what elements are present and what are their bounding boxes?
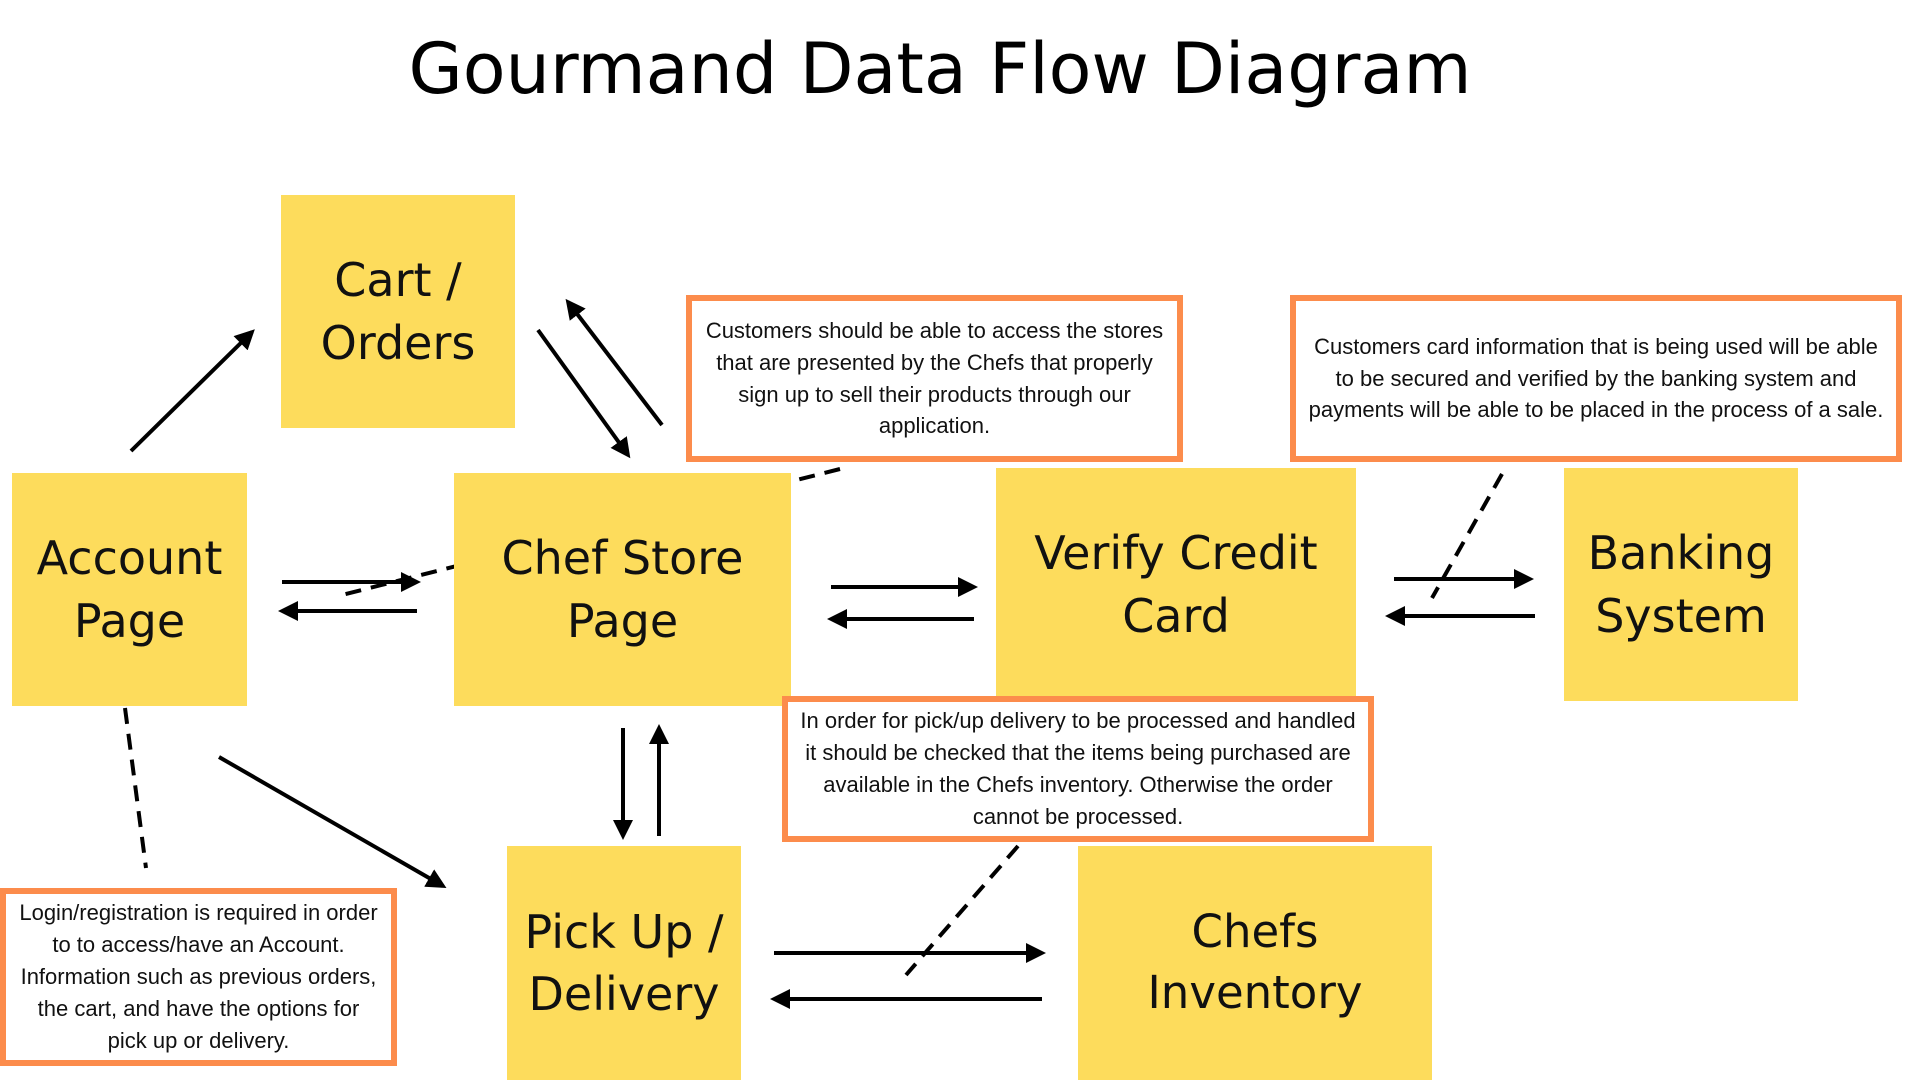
annotation-inventory-text: In order for pick/up delivery to be proc… bbox=[800, 708, 1356, 829]
node-banking-system-label: Banking System bbox=[1587, 526, 1775, 643]
dashed-link-banking bbox=[1430, 473, 1504, 599]
annotation-login: Login/registration is required in order … bbox=[0, 888, 397, 1066]
annotation-stores-text: Customers should be able to access the s… bbox=[705, 317, 1164, 439]
node-chef-store-page: Chef Store Page bbox=[454, 473, 791, 706]
node-chefs-inventory-label: Chefs Inventory bbox=[1147, 905, 1363, 1019]
node-banking-system: Banking System bbox=[1564, 468, 1798, 701]
arrow-account-to-pickup bbox=[218, 755, 447, 888]
annotation-banking: Customers card information that is being… bbox=[1290, 295, 1902, 462]
dashed-link-inventory bbox=[904, 844, 1020, 977]
page-title: Gourmand Data Flow Diagram bbox=[408, 28, 1472, 110]
node-pick-up-delivery-label: Pick Up / Delivery bbox=[524, 904, 724, 1021]
node-cart-orders: Cart / Orders bbox=[281, 195, 515, 428]
node-cart-orders-label: Cart / Orders bbox=[320, 253, 476, 370]
node-pick-up-delivery: Pick Up / Delivery bbox=[507, 846, 741, 1080]
node-verify-credit-card-label: Verify Credit Card bbox=[1034, 526, 1318, 643]
node-verify-credit-card: Verify Credit Card bbox=[996, 468, 1356, 701]
annotation-login-text: Login/registration is required in order … bbox=[19, 900, 378, 1053]
node-account-page-label: Account Page bbox=[36, 531, 223, 648]
arrow-cart-to-store bbox=[536, 328, 631, 459]
node-account-page: Account Page bbox=[12, 473, 247, 706]
annotation-banking-text: Customers card information that is being… bbox=[1308, 333, 1884, 423]
dashed-link-login bbox=[123, 707, 148, 869]
arrow-store-to-cart bbox=[565, 298, 664, 427]
annotation-stores: Customers should be able to access the s… bbox=[686, 295, 1183, 462]
arrow-account-to-cart bbox=[129, 329, 255, 453]
node-chef-store-page-label: Chef Store Page bbox=[501, 531, 744, 648]
node-chefs-inventory: Chefs Inventory bbox=[1078, 846, 1432, 1080]
annotation-inventory: In order for pick/up delivery to be proc… bbox=[782, 696, 1374, 842]
